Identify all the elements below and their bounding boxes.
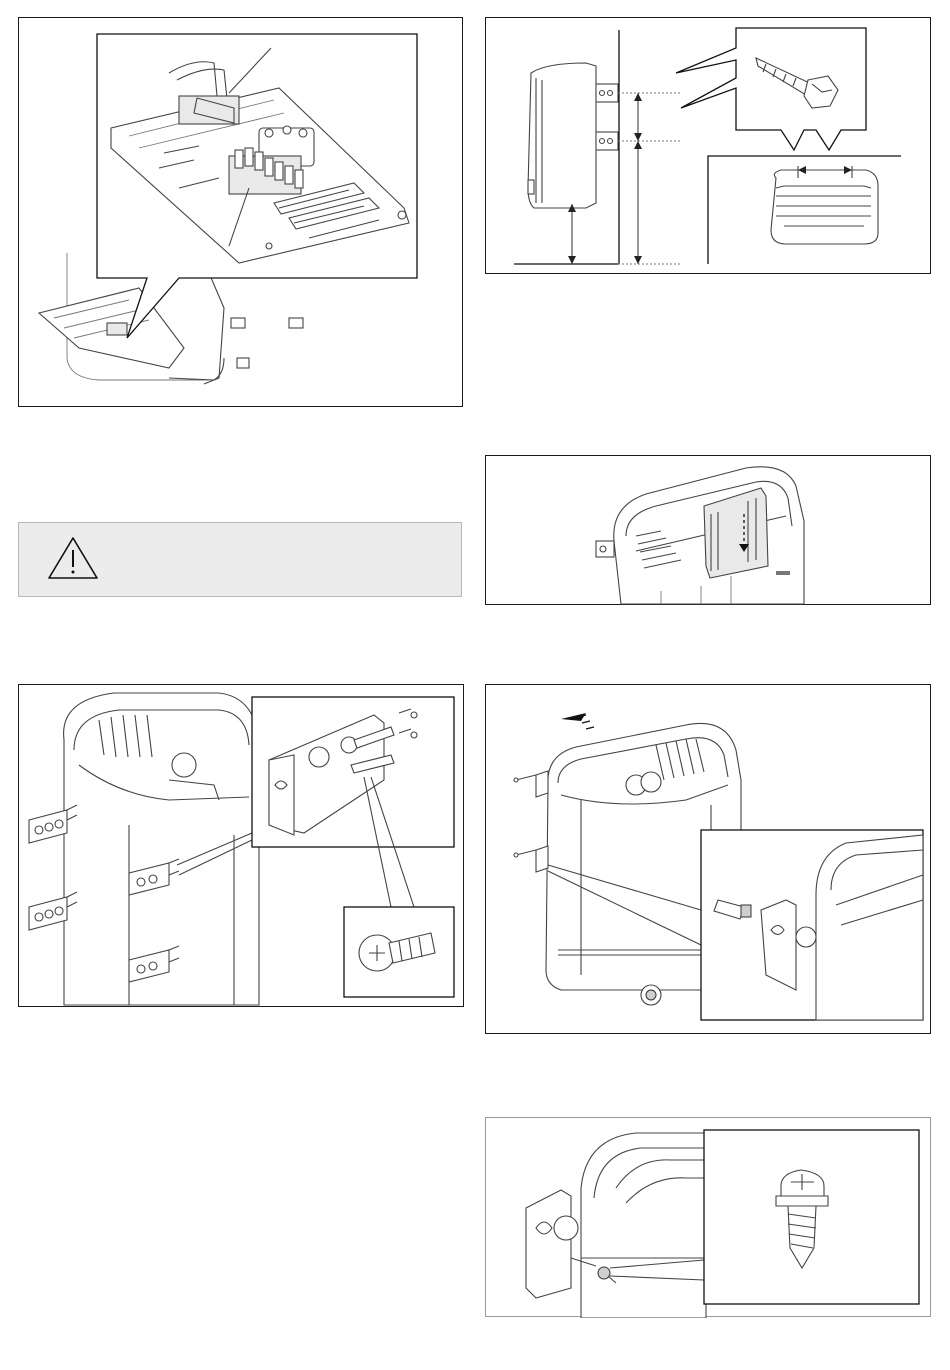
figure-lock-screw [485, 1117, 931, 1317]
bracket-screw-drawing [19, 685, 465, 1008]
terminal-block-drawing [19, 18, 464, 408]
hang-heater-drawing [486, 685, 932, 1035]
warning-triangle-icon [47, 535, 99, 581]
warning-notice [18, 522, 462, 597]
figure-hang-heater [485, 684, 931, 1034]
figure-terminal-block [18, 17, 463, 407]
figure-bracket-screws [18, 684, 464, 1007]
heater-top-drawing [486, 456, 932, 606]
figure-heater-top-insert [485, 455, 931, 605]
lock-screw-drawing [486, 1118, 932, 1318]
mounting-dimensions-drawing [486, 18, 932, 275]
figure-mounting-dimensions [485, 17, 931, 274]
